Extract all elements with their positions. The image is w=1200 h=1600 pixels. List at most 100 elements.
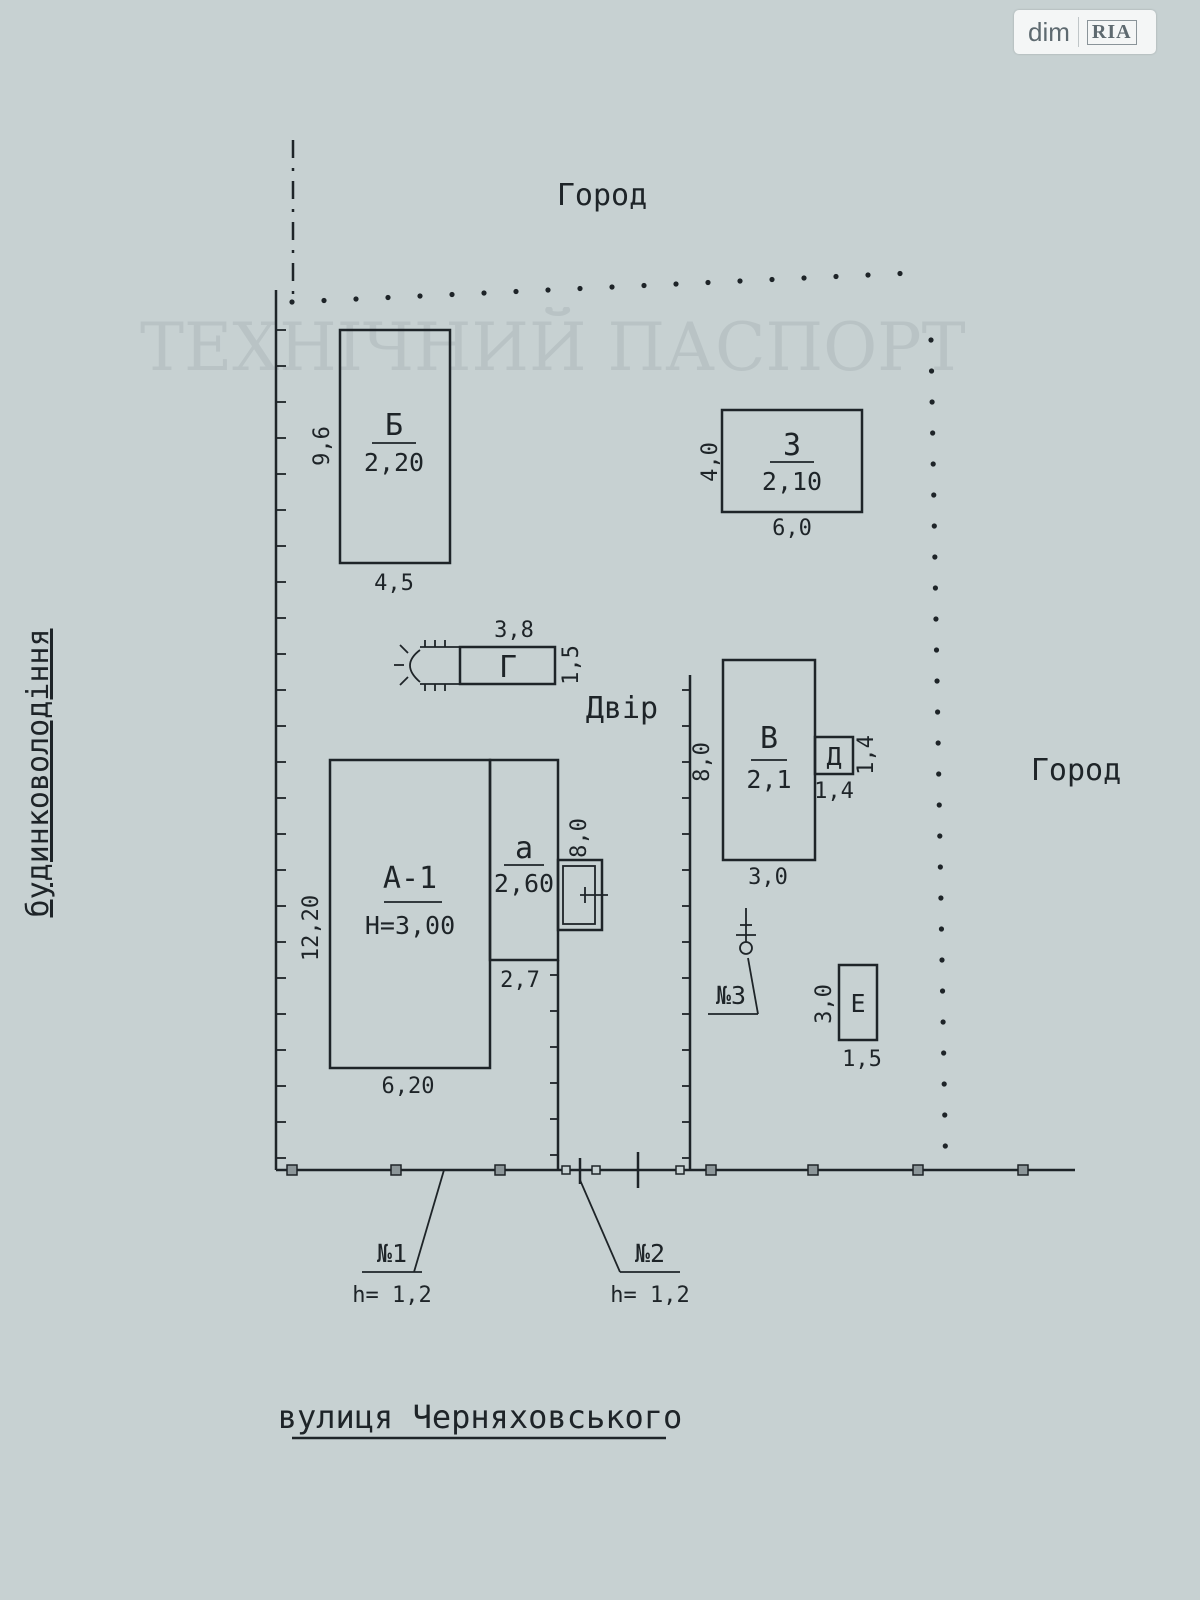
boundary-dot — [385, 294, 391, 301]
boundary-dot — [928, 368, 935, 374]
boundary-dot — [577, 285, 583, 292]
boundary-dot — [353, 296, 359, 302]
boundary-dot — [931, 523, 937, 529]
building-b-side-dim: 9,6 — [310, 426, 335, 466]
fence-post — [705, 1164, 717, 1176]
well-icon — [736, 908, 756, 955]
building-z-side-dim: 4,0 — [698, 442, 723, 482]
annex-a-name: а — [515, 831, 533, 866]
fence-post — [494, 1164, 506, 1176]
fence-3-leader — [747, 957, 759, 1015]
street-label: вулиця Черняховського — [278, 1398, 683, 1436]
boundary-dot — [449, 291, 455, 298]
boundary-dot — [545, 287, 551, 293]
boundary-dot — [935, 709, 941, 715]
building-v-side-dim: 8,0 — [690, 742, 715, 782]
building-d-bottom-dim: 1,4 — [814, 779, 854, 804]
watermark-brand-left: dim — [1028, 16, 1070, 47]
annex-a-height: 2,60 — [494, 869, 554, 898]
boundary-dot — [928, 337, 934, 343]
boundary-dot — [937, 864, 943, 870]
neighbor-property-label: будинковолодіння — [21, 629, 56, 918]
boundary-dot — [737, 278, 743, 284]
building-b-bottom-dim: 4,5 — [374, 571, 414, 596]
building-z-name: З — [783, 428, 801, 463]
boundary-dot — [833, 273, 839, 280]
fence-2-number: №2 — [635, 1239, 665, 1268]
yard-label: Двір — [586, 691, 658, 726]
boundary-dot — [705, 279, 711, 286]
building-d-side-dim: 1,4 — [854, 735, 879, 775]
building-e-bottom-dim: 1,5 — [842, 1047, 882, 1072]
building-e — [837, 963, 879, 1042]
fence-post — [807, 1164, 819, 1176]
boundary-dot — [801, 275, 807, 281]
house-a1-name: А-1 — [383, 861, 437, 896]
boundary-dot — [932, 554, 938, 560]
fence-post — [1017, 1164, 1029, 1176]
house-a1-side-dim: 12,20 — [299, 895, 324, 961]
top-area-label: Город — [557, 178, 647, 213]
watermark-brand-right: RIA — [1086, 19, 1137, 45]
boundary-dot — [930, 461, 936, 467]
building-d — [813, 735, 855, 776]
boundary-dot — [941, 1081, 947, 1087]
building-h-top-dim: 3,8 — [494, 618, 534, 643]
left-fence-ticks — [276, 329, 286, 1159]
building-e-name: Е — [850, 989, 865, 1018]
building-b-name: Б — [385, 408, 403, 443]
annex-a-side-dim: 8,0 — [567, 818, 592, 858]
building-z-bottom-dim: 6,0 — [772, 516, 812, 541]
building-e-side-dim: 3,0 — [812, 984, 837, 1024]
building-v-height: 2,1 — [746, 765, 791, 794]
house-a1-bottom-dim: 6,20 — [382, 1074, 435, 1099]
dotted-boundary-top — [289, 270, 903, 305]
boundary-dot — [930, 430, 936, 436]
boundary-dot — [933, 647, 940, 653]
boundary-dot — [673, 281, 679, 287]
boundary-dot — [935, 740, 941, 746]
boundary-dot — [936, 802, 942, 808]
boundary-dot — [937, 833, 943, 839]
boundary-dot — [941, 1050, 947, 1056]
fence-2-leader — [579, 1179, 621, 1273]
boundary-dot — [289, 299, 295, 305]
boundary-dot — [932, 585, 939, 591]
boundary-dot — [939, 957, 945, 963]
boundary-dot — [481, 290, 487, 296]
house-a1-height: Н=3,00 — [365, 911, 455, 940]
boundary-dot — [641, 282, 647, 289]
annex-fence-ticks — [550, 974, 558, 1156]
fence-1-number: №1 — [377, 1239, 407, 1268]
right-area-label: Город — [1031, 753, 1121, 788]
gate-post — [675, 1165, 685, 1175]
boundary-dot — [929, 399, 935, 405]
building-b — [338, 328, 452, 565]
building-b-height: 2,20 — [364, 448, 424, 477]
gate-post — [561, 1165, 571, 1175]
dimria-watermark: dim RIA — [1014, 10, 1156, 54]
right-fence-ticks — [682, 689, 690, 1159]
annex-a-bottom-dim: 2,7 — [500, 968, 540, 993]
boundary-dot — [940, 1019, 946, 1025]
fence-post — [912, 1164, 924, 1176]
boundary-dot — [417, 293, 423, 299]
tree-symbol — [394, 640, 446, 691]
boundary-dot — [938, 895, 944, 901]
building-h-side-dim: 1,5 — [559, 645, 584, 685]
fence-post — [390, 1164, 402, 1176]
boundary-dot — [769, 276, 775, 283]
fence-1-leader — [413, 1169, 445, 1273]
bottom-fence-posts — [286, 1164, 1029, 1176]
dotted-boundary-right — [928, 337, 948, 1149]
boundary-dot — [609, 284, 615, 290]
fence-3-number: №3 — [716, 981, 746, 1010]
building-v-name: В — [760, 721, 778, 756]
building-v-bottom-dim: 3,0 — [748, 865, 788, 890]
fence-post — [286, 1164, 298, 1176]
building-d-name: Д — [826, 742, 841, 771]
boundary-dot — [936, 771, 942, 777]
fence-1-height: h= 1,2 — [352, 1283, 431, 1308]
watermark-separator — [1077, 17, 1079, 47]
boundary-dot — [931, 492, 937, 498]
